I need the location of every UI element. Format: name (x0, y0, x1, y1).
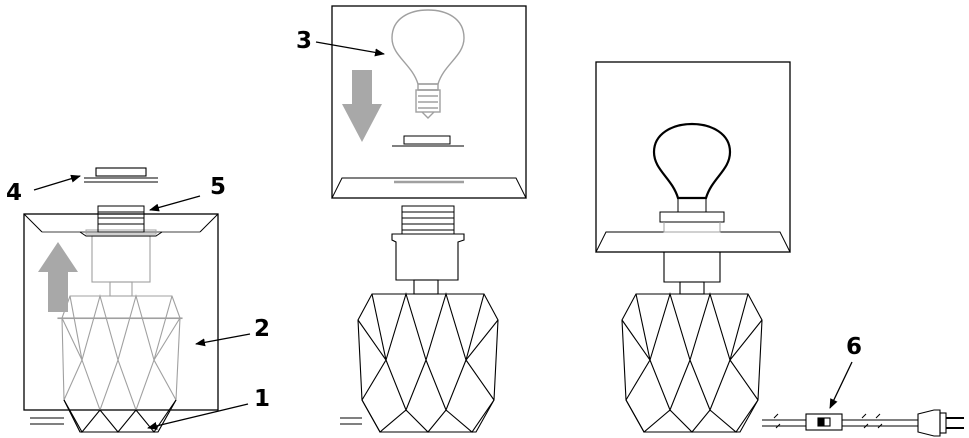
gray-down-arrow (342, 70, 382, 142)
gray-up-arrow (38, 242, 78, 312)
step-1-assemble-shade: 4 5 2 1 (6, 167, 270, 433)
callout-2: 2 (254, 316, 270, 342)
socket-body-step2 (391, 233, 465, 295)
lamp-shade-step2 (331, 5, 527, 199)
lamp-base-step2 (340, 292, 499, 433)
callout-5-leader (149, 195, 201, 212)
callout-4: 4 (6, 180, 22, 206)
inline-switch (805, 413, 843, 431)
lamp-shade-step3 (595, 61, 791, 253)
light-bulb-installed (652, 122, 732, 213)
shade-ring-step2 (392, 135, 464, 147)
callout-1: 1 (254, 386, 270, 412)
ghost-base-inside-shade (57, 235, 183, 433)
socket-body-step3 (663, 251, 721, 295)
socket-ring-step3 (659, 211, 725, 233)
socket-thread-step1 (97, 205, 145, 233)
loose-ring-part (84, 167, 158, 183)
callout-3-leader (315, 41, 385, 57)
callout-6: 6 (846, 334, 862, 360)
callout-4-leader (33, 174, 81, 191)
power-cord (762, 413, 918, 429)
callout-5: 5 (210, 174, 226, 200)
lamp-base-bottom-step1 (30, 399, 177, 433)
step-2-insert-bulb: 3 (296, 5, 527, 433)
lamp-base-step3 (621, 292, 763, 433)
shade-ring-step1 (79, 229, 163, 237)
power-plug (917, 409, 964, 437)
callout-1-leader (147, 403, 249, 430)
callout-6-leader (829, 361, 853, 409)
callout-3: 3 (296, 28, 312, 54)
step-3-assembled-lamp: 6 (595, 61, 964, 437)
socket-thread-step2 (401, 205, 455, 235)
light-bulb-ghost (391, 9, 465, 119)
callout-2-leader (195, 333, 251, 347)
